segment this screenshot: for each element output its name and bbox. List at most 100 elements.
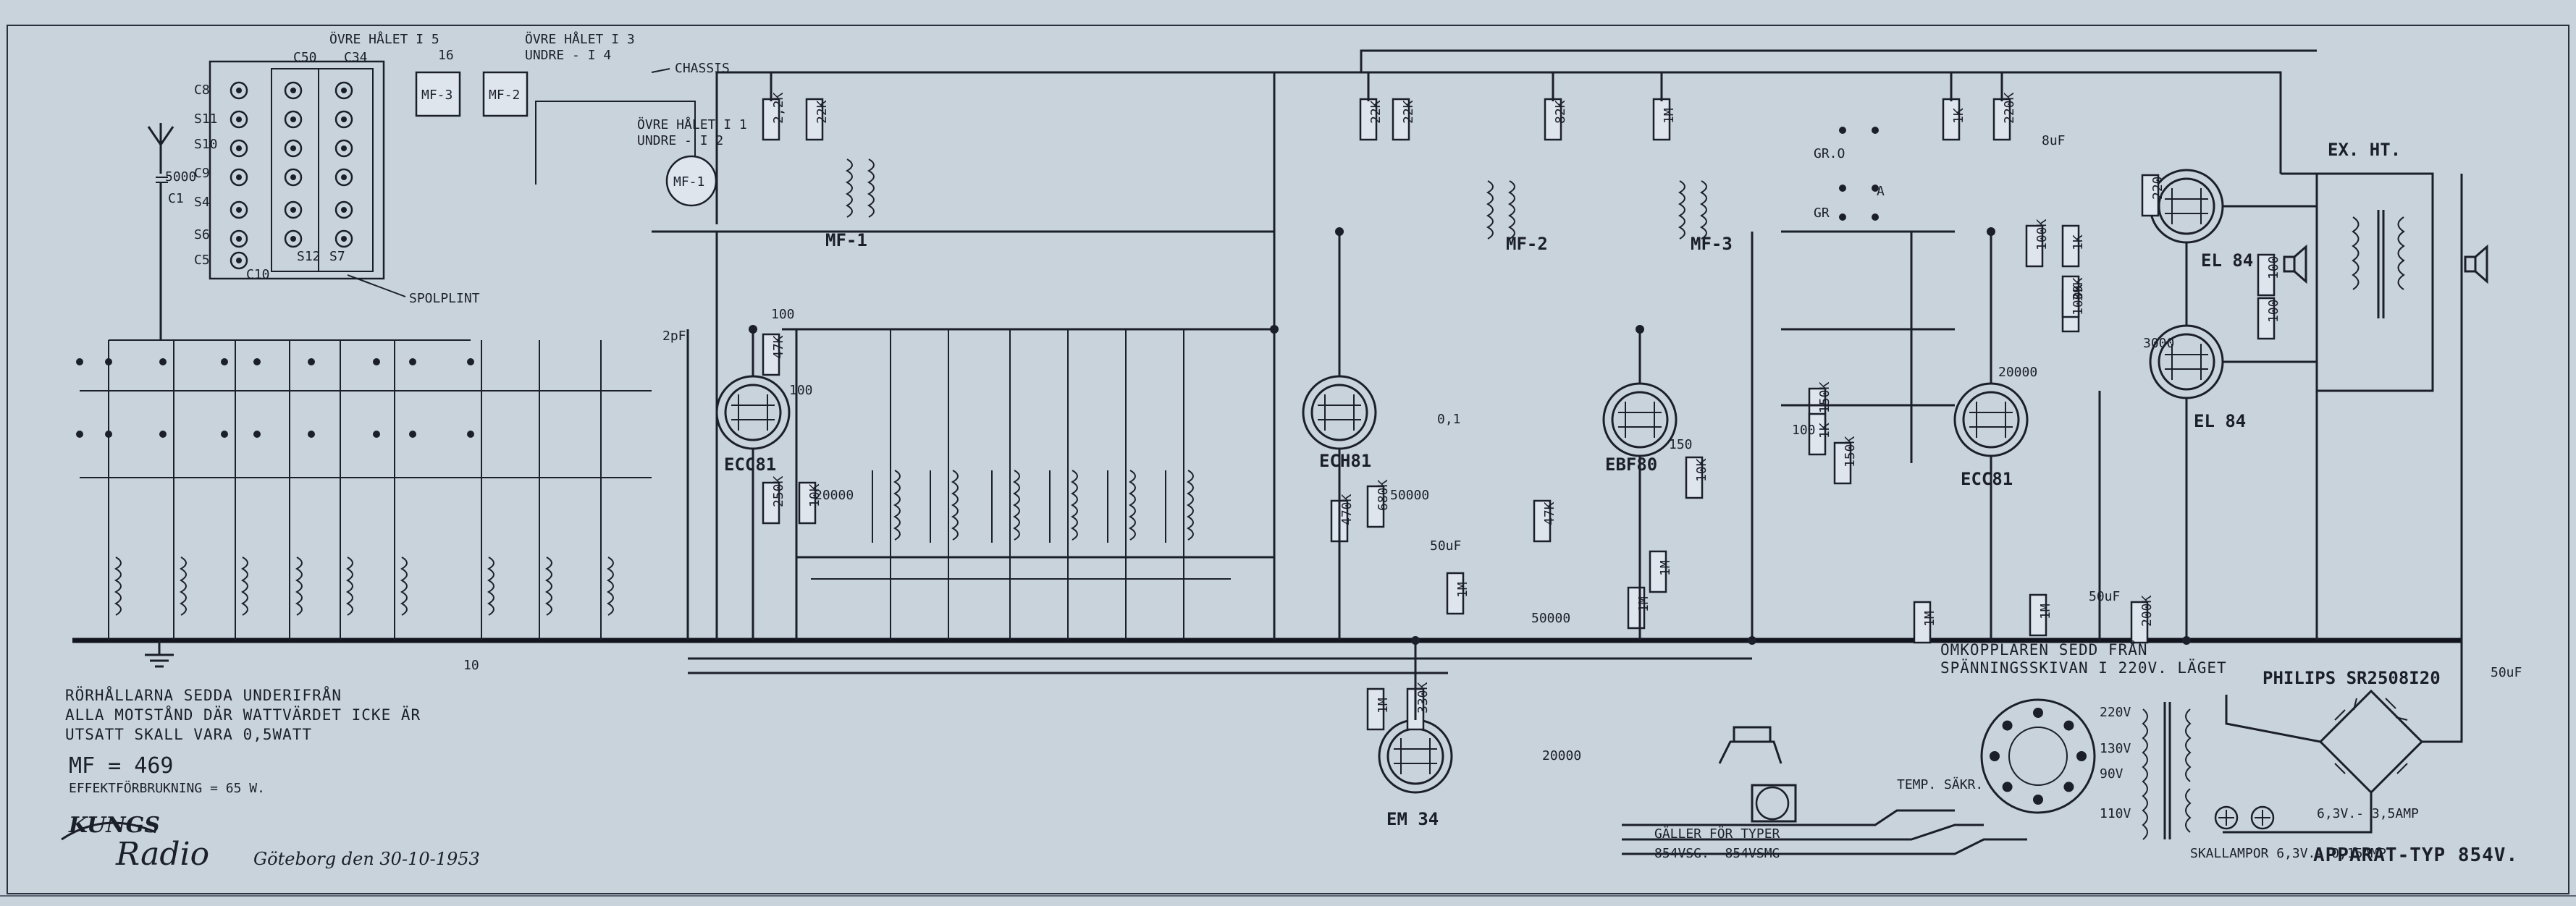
junction xyxy=(1987,227,1995,236)
mains-plug xyxy=(1718,726,1797,823)
junction xyxy=(1748,636,1756,645)
terminal-hole xyxy=(230,229,248,248)
terminal-hole-center xyxy=(236,88,242,93)
bridge-rectifier xyxy=(2318,689,2424,795)
drawing-date: Göteborg den 30-10-1953 xyxy=(253,849,480,869)
voltage-90: 90V xyxy=(2100,766,2123,782)
tube-el84-top: EL 84 xyxy=(2149,169,2253,271)
resistor-value: 1M xyxy=(1455,582,1470,598)
switch-pos-gr: GR xyxy=(1814,206,1830,221)
terminal-hole-center xyxy=(341,117,347,122)
if-coil xyxy=(1486,180,1494,240)
resistor-value: 10K xyxy=(807,483,822,507)
mf3-note-2: 16 xyxy=(438,48,454,63)
terminal-hole-center xyxy=(236,207,242,213)
resistor xyxy=(1913,601,1932,644)
chassis-wire xyxy=(535,101,696,166)
terminal-hole xyxy=(230,168,248,187)
heater-label: 6,3V.- 3,5AMP xyxy=(2317,806,2419,821)
capacitor-value: 2pF xyxy=(662,329,686,344)
resistor xyxy=(1366,485,1385,528)
resistor xyxy=(805,98,824,141)
capacitor-value: 0,1 xyxy=(1437,412,1461,427)
resistor-value: 22K xyxy=(1401,100,1416,124)
terminal-hole xyxy=(334,200,353,219)
resistor xyxy=(2061,275,2080,318)
mf2-box: MF-2 xyxy=(482,71,529,117)
capacitor-value: 50uF xyxy=(2089,589,2120,604)
resistor xyxy=(1649,550,1667,593)
voltage-220: 220V xyxy=(2100,705,2131,720)
junction xyxy=(1411,636,1420,645)
resistor xyxy=(2025,224,2044,268)
bplus-rail-2 xyxy=(1361,71,2282,174)
terminal-hole-center xyxy=(236,145,242,151)
coil-winding xyxy=(606,556,614,616)
spolplint-pointer xyxy=(347,274,406,297)
if-bank-coil xyxy=(1186,470,1194,541)
valid-for-2: 854VSG.- 854VSMG xyxy=(1654,846,1780,861)
resistor xyxy=(1808,412,1827,456)
capacitor-value: 20000 xyxy=(1542,748,1581,763)
tube-ech81-label: ECH81 xyxy=(1319,451,1371,471)
band-switch: GR.O GR A xyxy=(1814,127,1885,221)
ex-ht-label: EX. HT. xyxy=(2328,140,2401,160)
if-bank-coil xyxy=(1128,470,1136,541)
valid-for-1: GÄLLER FÖR TYPER xyxy=(1654,826,1780,842)
terminal-s12: S12 xyxy=(297,249,321,264)
terminal-hole xyxy=(284,229,303,248)
if-coil xyxy=(1699,180,1707,240)
rect-wire-3 xyxy=(2223,792,2373,834)
resistor-value: 200K xyxy=(2139,595,2155,627)
resistor-value: 150K xyxy=(1843,436,1858,467)
tube-el84-top-label: EL 84 xyxy=(2201,250,2253,271)
capacitor-value: 150 xyxy=(1669,437,1693,452)
switch-contact xyxy=(467,431,474,438)
capacitor-value: 50000 xyxy=(1531,611,1570,626)
output-transformer xyxy=(2315,172,2434,392)
mf3-box-label: MF-3 xyxy=(421,88,453,103)
if-bank-coil xyxy=(951,470,959,541)
terminal-hole-center xyxy=(236,236,242,242)
mains-lead-1 xyxy=(1622,809,1955,826)
spolplint-board xyxy=(209,60,385,280)
resistor-value: 220K xyxy=(2002,92,2017,124)
terminal-c50: C50 xyxy=(293,50,317,65)
capacitor-value: 50000 xyxy=(1390,488,1429,503)
terminal-hole xyxy=(284,139,303,158)
switch-contact-dot xyxy=(2063,720,2074,731)
tube-ecc81-rf: ECC81 xyxy=(715,375,791,475)
resistor-value: 47K xyxy=(771,335,786,359)
switch-contact xyxy=(76,358,83,365)
voltage-110: 110V xyxy=(2100,806,2131,821)
resistor-group xyxy=(762,98,2276,731)
resistor-value: 1M xyxy=(1662,108,1677,124)
resistor-value: 82K xyxy=(1553,100,1568,124)
resistor xyxy=(1366,687,1385,731)
mf-number: MF = 469 xyxy=(69,753,174,779)
resistor xyxy=(2141,174,2160,217)
mf1-note-2: UNDRE - I 2 xyxy=(637,133,723,148)
if-transformers xyxy=(845,158,1707,240)
resistor xyxy=(798,481,817,525)
mains-lead-3 xyxy=(1622,838,2027,855)
terminal-hole-center xyxy=(290,174,296,180)
speaker-right xyxy=(2464,244,2488,284)
terminal-hole xyxy=(230,139,248,158)
capacitor-value: 10 xyxy=(463,658,479,673)
resistor xyxy=(2257,253,2276,297)
logo-line-2: Radio xyxy=(115,836,209,873)
terminal-s7: S7 xyxy=(329,249,345,264)
switch-pos-a: A xyxy=(1877,184,1885,199)
resistor-value: 1M xyxy=(1922,611,1937,627)
resistor xyxy=(762,333,780,376)
mf2-box-label: MF-2 xyxy=(489,88,520,103)
coil-winding xyxy=(179,556,187,616)
resistor-value: 330K xyxy=(1415,682,1431,714)
resistor-value: 680K xyxy=(1376,479,1391,511)
resistor-value: 2,2K xyxy=(771,92,786,124)
terminal-hole-center xyxy=(341,174,347,180)
terminal-c10: C10 xyxy=(246,267,270,282)
switch-contact xyxy=(159,358,167,365)
resistor-value: 1K xyxy=(1817,423,1832,439)
